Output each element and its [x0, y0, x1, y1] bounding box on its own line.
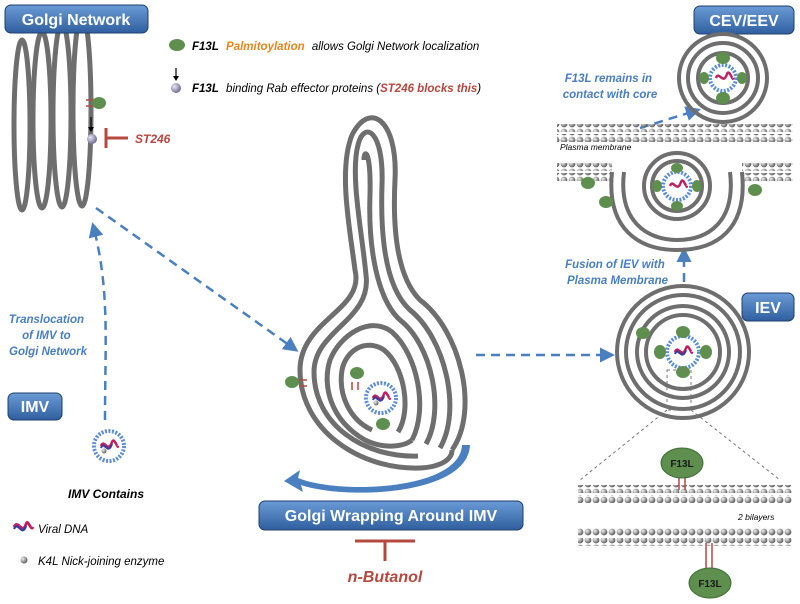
cev-particle — [677, 32, 769, 124]
golgi-wrapping-label: Golgi Wrapping Around IMV — [285, 508, 498, 525]
svg-text:F13L binding Rab effecto: F13L binding Rab effector proteins (ST24… — [192, 83, 481, 95]
translocation-note: Translocation of IMV to Golgi Network — [9, 314, 88, 358]
zoom-indicator — [579, 369, 781, 481]
golgi-network-box: Golgi Network — [4, 4, 149, 34]
st246-label: ST246 — [135, 132, 171, 146]
iev-box: IEV — [741, 292, 795, 322]
flow-arrows — [88, 106, 701, 421]
f13l-core-note: F13L remains in contact with core — [563, 73, 658, 101]
golgi-wrapping-box: Golgi Wrapping Around IMV — [258, 500, 524, 531]
plasma-membrane-lower — [557, 163, 793, 181]
fusion-note: Fusion of IEV with Plasma Membrane — [565, 259, 668, 287]
legend-palmitoylation-word: Palmitoylation — [226, 41, 305, 53]
legend-rab-middle: binding Rab effector proteins ( — [226, 83, 381, 95]
viral-dna-icon — [12, 521, 35, 532]
arrow-plasma-to-cev — [639, 106, 701, 130]
legend-palmitoylation: F13L Palmitoylation allows Golgi Network… — [169, 39, 479, 53]
imv-box: IMV — [7, 392, 63, 421]
n-butanol-inhibitor — [355, 539, 415, 561]
legend-st246-blocks: ST246 blocks this — [380, 83, 477, 95]
legend-palm-suffix: allows Golgi Network localization — [312, 41, 479, 53]
golgi-network-label: Golgi Network — [22, 12, 131, 29]
imv-contains-title: IMV Contains — [68, 487, 144, 501]
k4l-enzyme-icon — [20, 556, 28, 564]
k4l-label: K4L Nick-joining enzyme — [38, 556, 164, 568]
arrow-golgi-to-wrapping — [95, 206, 299, 352]
iev-label: IEV — [755, 300, 781, 317]
n-butanol-label: n-Butanol — [348, 569, 423, 586]
plasma-membrane-top — [557, 124, 793, 142]
viral-dna-label: Viral DNA — [38, 524, 89, 536]
legend-rab-end: ) — [475, 83, 481, 95]
imv-particle — [92, 429, 126, 463]
cev-eev-label: CEV/EEV — [709, 13, 779, 30]
two-bilayers-label: 2 bilayers — [737, 512, 775, 522]
golgi-stack — [11, 11, 94, 213]
plasma-membrane-label: Plasma membrane — [560, 142, 632, 152]
zoom-bilayers — [578, 447, 792, 599]
cev-eev-box: CEV/EEV — [693, 5, 795, 35]
arrow-imv-to-golgi — [88, 222, 107, 421]
legend-f13l-1: F13L — [192, 41, 219, 53]
iev-particle — [615, 284, 751, 420]
legend-rab-binding: F13L binding Rab effector proteins (ST24… — [171, 68, 481, 95]
wrapping-f13l-proteins — [285, 367, 390, 430]
golgi-f13l-protein — [86, 97, 106, 109]
zoom-f13l-bottom-label: F13L — [698, 579, 721, 590]
golgi-rab-effector — [87, 117, 97, 144]
imv-label: IMV — [21, 399, 50, 416]
svg-text:F13L Palmitoylation: F13L Palmitoylation allows Golgi Network… — [192, 41, 479, 53]
budding-iev — [581, 151, 762, 253]
st246-golgi-inhibitor — [104, 128, 128, 148]
wrapping-virion — [364, 381, 398, 415]
legend-f13l-2: F13L — [192, 83, 219, 95]
wrapping-direction-arrow — [284, 445, 470, 493]
golgi-wrapping-membranes — [297, 115, 468, 471]
zoom-f13l-top-label: F13L — [670, 459, 693, 470]
